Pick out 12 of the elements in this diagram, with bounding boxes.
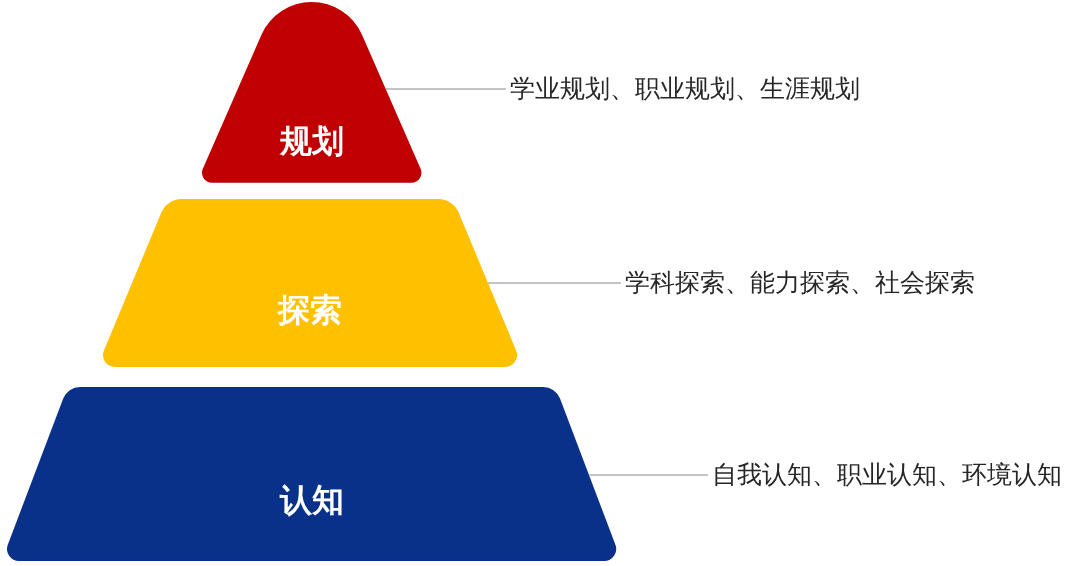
- leader-line: [588, 474, 709, 476]
- pyramid-tier: [202, 2, 422, 183]
- description-text: 自我认知、职业认知、环境认知: [712, 460, 1062, 490]
- description-text: 学科探索、能力探索、社会探索: [625, 268, 975, 298]
- pyramid-tier: [103, 199, 517, 367]
- leader-line: [487, 282, 622, 284]
- tier-label: 规划: [280, 125, 344, 157]
- leader-line: [384, 88, 507, 90]
- pyramid-tier: [7, 387, 617, 561]
- description-text: 学业规划、职业规划、生涯规划: [510, 74, 860, 104]
- tier-label: 认知: [280, 484, 344, 516]
- tier-label: 探索: [278, 294, 342, 326]
